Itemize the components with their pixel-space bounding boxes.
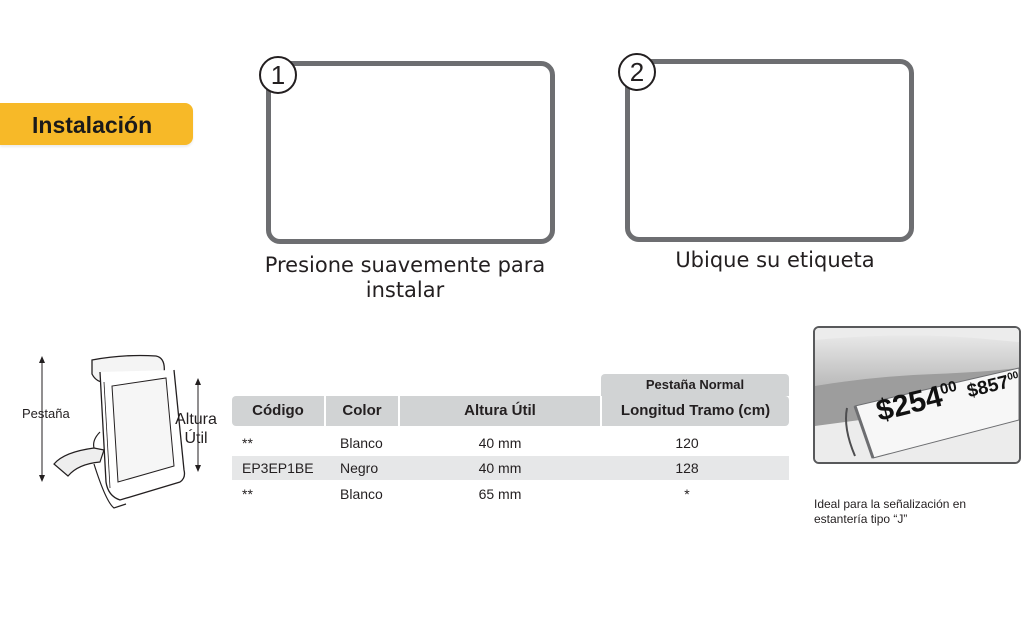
column-header-codigo: Código (252, 402, 304, 419)
header-divider (600, 396, 602, 426)
cell-color: Blanco (340, 435, 383, 451)
cell-color: Negro (340, 460, 379, 476)
step-1-caption-line2: instalar (365, 278, 445, 302)
cell-color: Blanco (340, 486, 383, 502)
table-row: ** Blanco 65 mm * (232, 482, 789, 506)
section-title: Instalación (32, 112, 153, 138)
header-divider (324, 396, 326, 426)
shelf-photo: $25400 $85700 (813, 326, 1021, 464)
table-row: EP3EP1BE Negro 40 mm 128 (232, 456, 789, 480)
step-1-caption-line1: Presione suavemente para (264, 253, 546, 277)
price-2-cents: 00 (1006, 369, 1020, 384)
section-badge: Instalación (0, 103, 193, 145)
step-2-caption-line1: Ubique su etiqueta (675, 248, 875, 272)
step-2-frame (625, 59, 914, 242)
product-drawing (39, 354, 201, 509)
step-1-caption: Presione suavemente para instalar (245, 253, 565, 303)
altura-label-line2: Útil (184, 430, 208, 447)
photo-caption: Ideal para la señalización en estantería… (814, 497, 1014, 527)
cell-codigo: EP3EP1BE (242, 460, 314, 476)
pestana-label: Pestaña (22, 406, 70, 421)
column-header-color: Color (342, 402, 382, 419)
cell-longitud: * (684, 486, 690, 502)
step-1-number: 1 (259, 56, 297, 94)
cell-codigo: ** (242, 435, 253, 451)
column-header-altura: Altura Útil (464, 402, 536, 419)
header-divider (398, 396, 400, 426)
shelf-illustration (815, 328, 1019, 462)
step-2-number: 2 (618, 53, 656, 91)
altura-label: Altura Útil (170, 410, 222, 448)
step-1-frame (266, 61, 555, 244)
photo-caption-line2: estantería tipo “J” (814, 512, 908, 526)
table-row: ** Blanco 40 mm 120 (232, 431, 789, 455)
cell-altura: 40 mm (478, 460, 522, 476)
altura-label-line1: Altura (175, 411, 217, 428)
cell-longitud: 120 (675, 435, 699, 451)
cell-altura: 40 mm (478, 435, 522, 451)
table-group-header: Pestaña Normal (601, 374, 789, 396)
cell-longitud: 128 (675, 460, 699, 476)
step-2-caption: Ubique su etiqueta (630, 248, 920, 273)
table-header: Código Color Altura Útil Longitud Tramo … (232, 396, 789, 426)
cell-altura: 65 mm (478, 486, 522, 502)
cell-codigo: ** (242, 486, 253, 502)
column-header-longitud: Longitud Tramo (cm) (620, 402, 771, 419)
photo-caption-line1: Ideal para la señalización en (814, 497, 967, 511)
